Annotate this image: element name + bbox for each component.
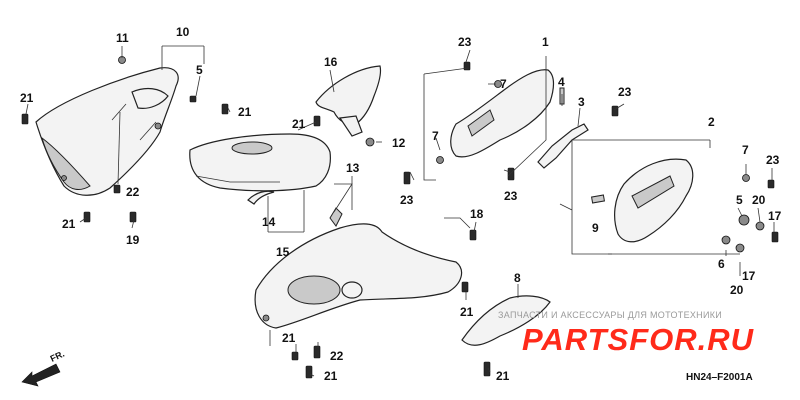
callout-21: 21: [238, 105, 252, 119]
stay-bracket-3: [537, 105, 619, 169]
callout-21: 21: [20, 91, 34, 105]
callout-21: 21: [62, 217, 76, 231]
callout-9: 9: [592, 221, 599, 235]
callout-23: 23: [400, 193, 414, 207]
direction-label: FR.: [49, 349, 66, 364]
callout-6: 6: [718, 257, 725, 271]
callout-21: 21: [324, 369, 338, 383]
watermark-text: ЗАПЧАСТИ И АКСЕССУАРЫ ДЛЯ МОТОТЕХНИКИ: [498, 310, 722, 320]
callout-5: 5: [196, 63, 203, 77]
callout-19: 19: [126, 233, 140, 247]
callout-17: 17: [742, 269, 756, 283]
callout-20: 20: [752, 193, 766, 207]
leader-lines: [25, 45, 775, 377]
callout-21: 21: [496, 369, 510, 383]
callout-16: 16: [324, 55, 338, 69]
bracket-16: [315, 65, 382, 147]
callout-4: 4: [558, 75, 565, 89]
callout-22: 22: [126, 185, 140, 199]
callout-23: 23: [458, 35, 472, 49]
callout-15: 15: [276, 245, 290, 259]
front-fender-cover: [35, 56, 179, 196]
callout-17: 17: [768, 209, 782, 223]
side-cover-lower: [254, 207, 477, 379]
callout-14: 14: [262, 215, 276, 229]
callout-1: 1: [542, 35, 549, 49]
callout-8: 8: [514, 271, 521, 285]
callout-21: 21: [292, 117, 306, 131]
callout-22: 22: [330, 349, 344, 363]
callout-3: 3: [578, 95, 585, 109]
watermark-logo: PARTSFOR.RU: [522, 322, 755, 357]
callout-21: 21: [460, 305, 474, 319]
callout-18: 18: [470, 207, 484, 221]
callout-23: 23: [504, 189, 518, 203]
diagram-code: HN24–F2001A: [686, 372, 753, 383]
front-direction-arrow: FR.: [21, 349, 66, 387]
tank-cover: [189, 103, 331, 205]
side-panel-8: [461, 295, 551, 377]
callout-5: 5: [736, 193, 743, 207]
callout-7: 7: [432, 129, 439, 143]
callout-11: 11: [116, 31, 129, 45]
callout-21: 21: [282, 331, 296, 345]
callout-12: 12: [392, 136, 406, 150]
watermark: ЗАПЧАСТИ И АКСЕССУАРЫ ДЛЯ МОТОТЕХНИКИ PA…: [498, 310, 755, 357]
callout-23: 23: [618, 85, 632, 99]
callout-23: 23: [766, 153, 780, 167]
radiator-shroud-1: [403, 61, 565, 185]
callout-13: 13: [346, 161, 360, 175]
callout-7: 7: [500, 77, 507, 91]
bolt-group-left: [21, 95, 197, 223]
callout-2: 2: [708, 115, 715, 129]
callout-10: 10: [176, 25, 190, 39]
radiator-shroud-2: [590, 158, 779, 253]
callout-7: 7: [742, 143, 749, 157]
callout-20: 20: [730, 283, 744, 297]
callout-labels: 10 11 5 21 21 21 22 21 19 16 12 13 14 15…: [20, 25, 782, 383]
